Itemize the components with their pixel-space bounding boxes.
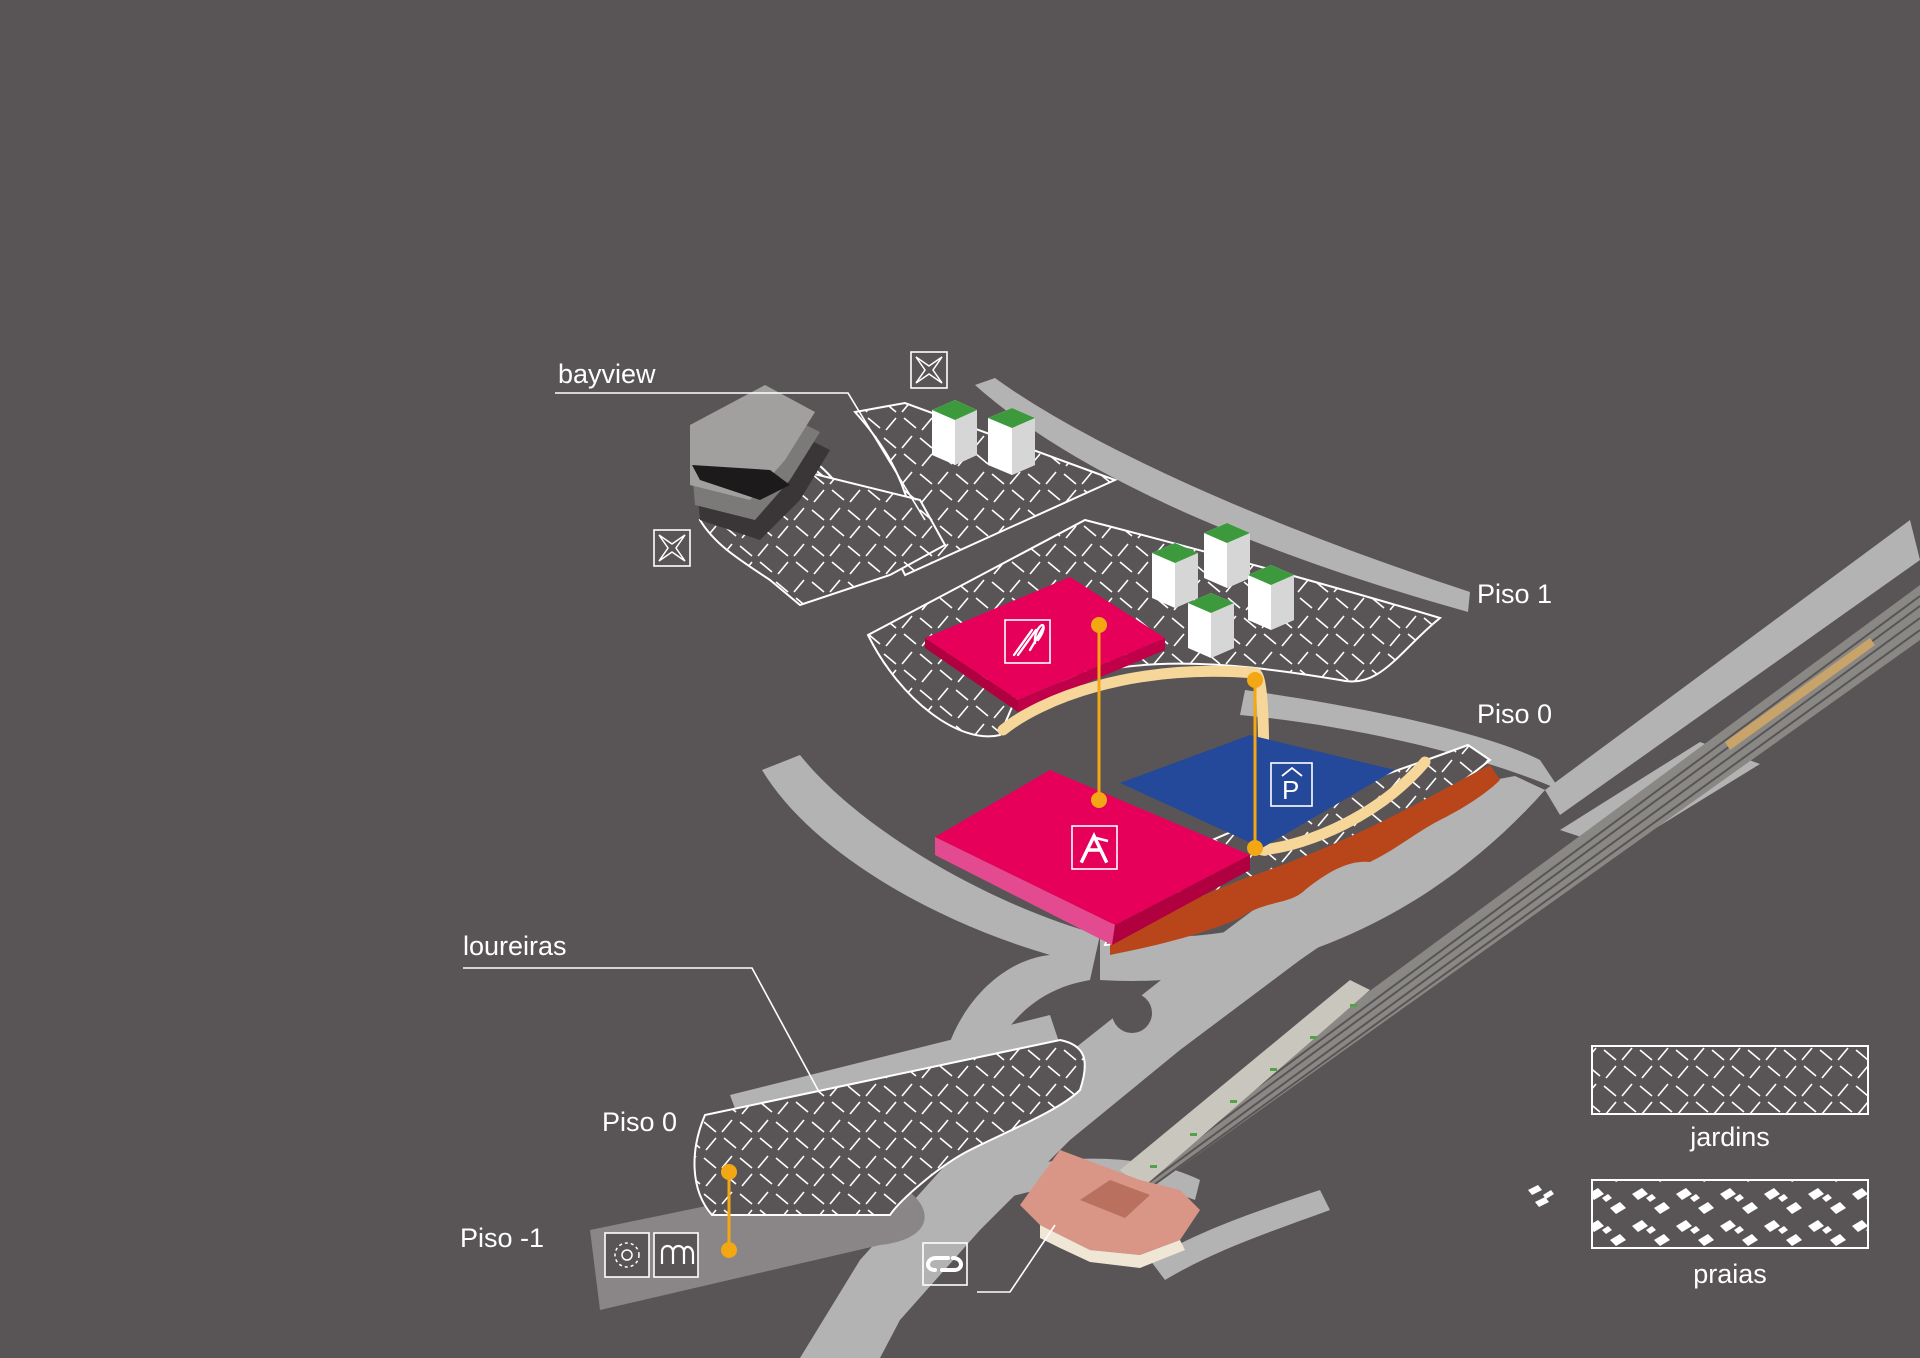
- bayview-building: [690, 385, 830, 540]
- residential-towers: [932, 400, 1294, 658]
- spiral-icon[interactable]: [604, 1232, 650, 1278]
- auchan-icon[interactable]: [1071, 825, 1118, 870]
- area-label-bayview: bayview: [558, 359, 656, 389]
- legend-label-gardens: jardins: [1689, 1122, 1770, 1152]
- legend-swatch-gardens: [1591, 1045, 1869, 1115]
- beach-marker-icon: [1528, 1185, 1554, 1207]
- vertical-connectors: [721, 617, 1263, 1258]
- svg-text:P: P: [1282, 775, 1299, 805]
- parking-icon[interactable]: P: [1270, 762, 1313, 807]
- compass-icon[interactable]: [653, 529, 691, 567]
- legend: jardins praias: [1528, 1045, 1869, 1289]
- parking-slab: [1120, 735, 1395, 848]
- platform-strip: [1725, 638, 1875, 750]
- wave-icon[interactable]: [653, 1232, 699, 1278]
- legend-swatch-beaches: [1591, 1179, 1869, 1249]
- area-label-loureiras: loureiras: [463, 931, 567, 961]
- supermarket-slab: [935, 770, 1250, 945]
- rust-hills: [1110, 765, 1500, 955]
- restaurant-slab: [925, 577, 1165, 712]
- floor-label-piso1: Piso 1: [1477, 579, 1552, 609]
- floor-label-piso0-lower: Piso 0: [602, 1107, 677, 1137]
- floor-label-piso0-upper: Piso 0: [1477, 699, 1552, 729]
- roundabout: [1112, 993, 1152, 1033]
- cp-train-icon[interactable]: [922, 1242, 968, 1286]
- compass-icon[interactable]: [910, 351, 948, 389]
- floor-label-piso-minus1: Piso -1: [460, 1223, 544, 1253]
- restaurant-icon[interactable]: [1004, 619, 1051, 664]
- train-station: [1020, 1150, 1200, 1268]
- legend-label-beaches: praias: [1693, 1259, 1767, 1289]
- railway: [1100, 585, 1920, 1210]
- label-leaders: [463, 392, 1056, 1293]
